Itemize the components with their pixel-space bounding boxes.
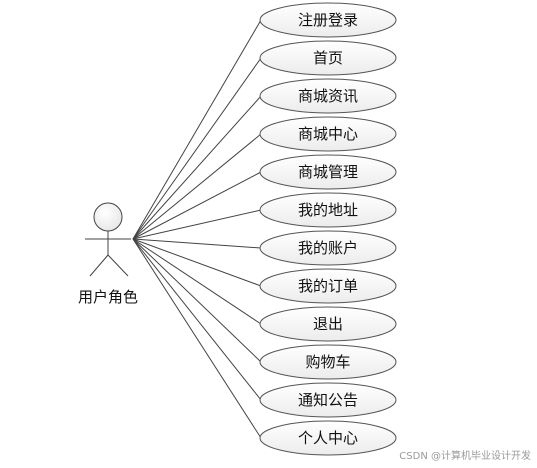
use-case-label: 首页	[313, 49, 343, 67]
use-case-ellipse	[259, 420, 397, 456]
use-case: 商城资讯	[259, 78, 397, 114]
association-line	[132, 238, 262, 325]
use-case: 我的地址	[259, 192, 397, 228]
use-case-label: 我的地址	[298, 201, 358, 219]
use-case: 个人中心	[259, 420, 397, 456]
watermark: CSDN @计算机毕业设计开发	[399, 451, 531, 462]
use-case-ellipse	[259, 116, 397, 152]
use-case-ellipse	[259, 78, 397, 114]
association-line	[132, 57, 262, 240]
use-case: 通知公告	[259, 382, 397, 418]
use-case: 我的账户	[259, 230, 397, 266]
use-case: 购物车	[259, 344, 397, 380]
association-line	[132, 238, 262, 249]
use-case-label: 我的账户	[298, 239, 358, 257]
use-case-label: 购物车	[305, 353, 350, 371]
use-case-ellipse	[259, 306, 397, 342]
association-line	[132, 171, 262, 240]
use-case-label: 商城中心	[298, 125, 358, 143]
use-case-label: 退出	[313, 315, 343, 333]
use-case-ellipse	[259, 192, 397, 228]
use-case-ellipse	[259, 344, 397, 380]
use-cases: 注册登录首页商城资讯商城中心商城管理我的地址我的账户我的订单退出购物车通知公告个…	[259, 2, 397, 456]
association-line	[132, 133, 262, 240]
association-line	[132, 95, 262, 240]
association-line	[132, 238, 262, 439]
use-case-label: 我的订单	[298, 277, 358, 295]
use-case-ellipse	[259, 154, 397, 190]
actor-label: 用户角色	[78, 288, 138, 306]
association-line	[132, 238, 262, 287]
use-case-label: 个人中心	[298, 429, 358, 447]
use-case: 注册登录	[259, 2, 397, 38]
use-case: 我的订单	[259, 268, 397, 304]
use-case-label: 商城管理	[298, 163, 358, 181]
use-case-ellipse	[259, 40, 397, 76]
use-case-label: 商城资讯	[298, 87, 358, 105]
use-case: 商城管理	[259, 154, 397, 190]
actor-user-role: 用户角色	[78, 202, 138, 306]
use-case-ellipse	[259, 230, 397, 266]
association-line	[132, 209, 262, 240]
use-case-label: 通知公告	[298, 391, 358, 409]
actor-right-leg	[107, 254, 129, 277]
use-case-ellipse	[259, 382, 397, 418]
association-line	[132, 19, 262, 240]
use-case: 首页	[259, 40, 397, 76]
use-case-ellipse	[259, 268, 397, 304]
actor-left-leg	[89, 254, 109, 277]
actor-head	[93, 202, 123, 232]
association-line	[132, 238, 262, 401]
association-lines	[132, 19, 262, 439]
use-case: 商城中心	[259, 116, 397, 152]
use-case-label: 注册登录	[298, 11, 358, 29]
use-case: 退出	[259, 306, 397, 342]
association-line	[132, 238, 262, 363]
use-case-ellipse	[259, 2, 397, 38]
